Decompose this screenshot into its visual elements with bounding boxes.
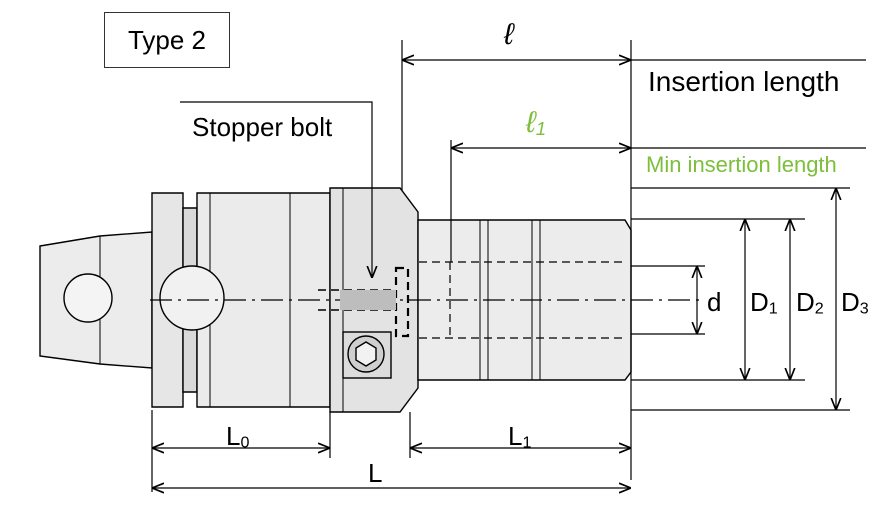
L0-main: L <box>226 421 241 451</box>
D2-label: D2 <box>796 289 824 317</box>
L1-sub: 1 <box>522 433 532 452</box>
L-label: L <box>368 458 383 488</box>
L1-main: L <box>508 421 523 451</box>
min-insertion-length-label: Min insertion length <box>646 152 837 177</box>
type-label-box: Type 2 <box>104 12 230 68</box>
D3-main: D <box>841 287 860 317</box>
ell1-label: ℓ1 <box>526 108 546 138</box>
L0-sub: 0 <box>240 433 250 452</box>
type-label: Type 2 <box>127 24 207 55</box>
d-label: d <box>707 287 722 317</box>
D3-label: D3 <box>841 289 869 317</box>
L1-label: L1 <box>508 423 531 451</box>
stopper-bolt-body <box>394 266 410 338</box>
D1-sub: 1 <box>768 299 778 318</box>
D1-label: D1 <box>750 289 778 317</box>
dimension-lines <box>151 40 866 492</box>
ell1-main: ℓ <box>526 106 536 139</box>
stopper-bolt-label: Stopper bolt <box>192 112 333 142</box>
D3-sub: 3 <box>859 299 869 318</box>
insertion-length-label: Insertion length <box>648 66 840 97</box>
D2-main: D <box>796 287 815 317</box>
D2-sub: 2 <box>814 299 824 318</box>
D1-main: D <box>750 287 769 317</box>
ell1-sub: 1 <box>535 117 547 139</box>
L0-label: L0 <box>226 423 249 451</box>
ell-label: ℓ <box>504 18 514 51</box>
